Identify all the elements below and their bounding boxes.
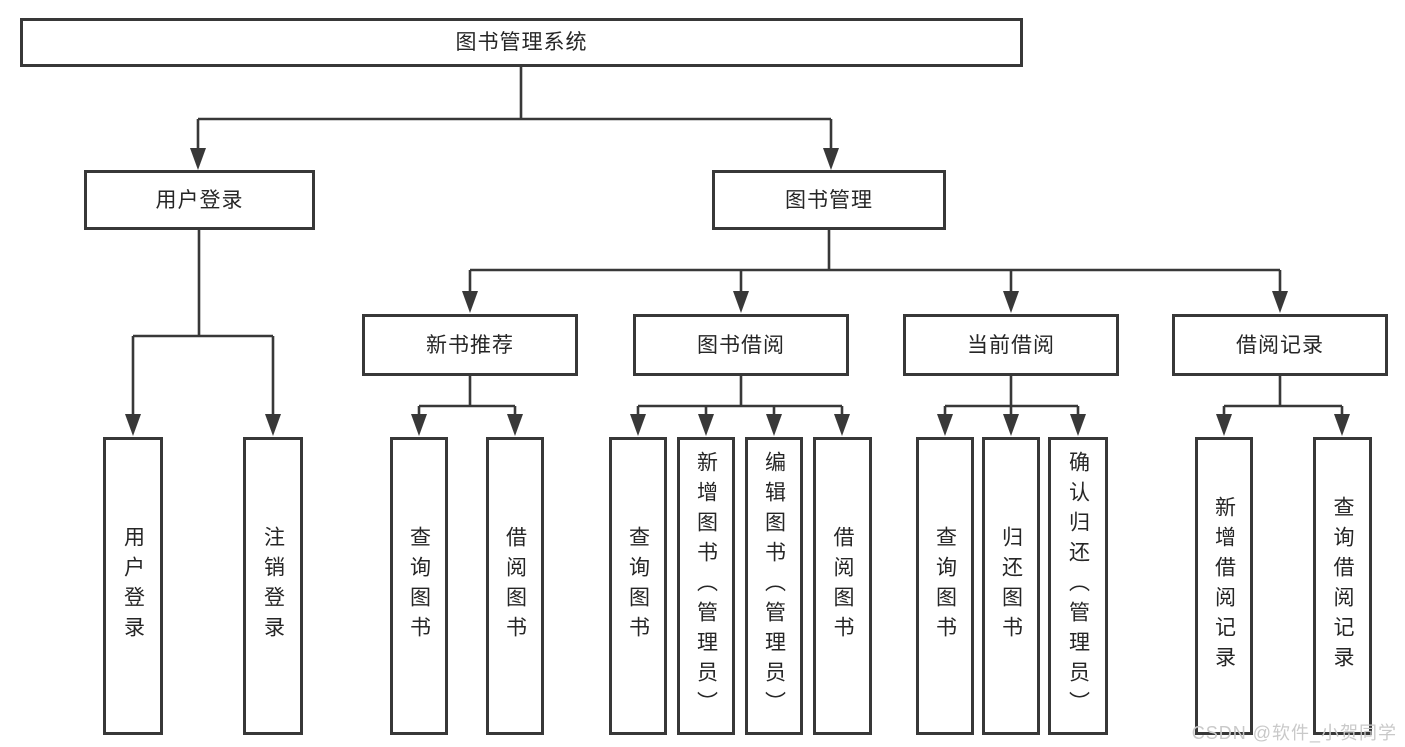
leaf-user-login: 用户登录 bbox=[103, 437, 163, 735]
leaf-confirm-return-admin: 确认归还（管理员） bbox=[1048, 437, 1108, 735]
node-user-login-label: 用户登录 bbox=[155, 188, 244, 212]
leaf-query-books-newb-label: 查询图书 bbox=[407, 526, 431, 646]
leaf-confirm-return-admin-label: 确认归还（管理员） bbox=[1066, 451, 1090, 721]
leaf-borrow-books: 借阅图书 bbox=[813, 437, 872, 735]
node-user-login: 用户登录 bbox=[84, 170, 315, 230]
leaf-borrow-books-label: 借阅图书 bbox=[831, 526, 854, 646]
leaf-query-borrow-record: 查询借阅记录 bbox=[1313, 437, 1372, 735]
node-book-borrowing: 图书借阅 bbox=[633, 314, 849, 376]
leaf-edit-books-admin-label: 编辑图书（管理员） bbox=[762, 451, 786, 721]
leaf-add-borrow-record: 新增借阅记录 bbox=[1195, 437, 1253, 735]
node-borrowing-records: 借阅记录 bbox=[1172, 314, 1388, 376]
leaf-query-books-borrow: 查询图书 bbox=[609, 437, 667, 735]
leaf-logout-label: 注销登录 bbox=[261, 526, 285, 646]
leaf-query-borrow-record-label: 查询借阅记录 bbox=[1331, 496, 1354, 676]
leaf-add-borrow-record-label: 新增借阅记录 bbox=[1212, 496, 1236, 676]
leaf-add-books-admin-label: 新增图书（管理员） bbox=[694, 451, 718, 721]
leaf-logout: 注销登录 bbox=[243, 437, 303, 735]
leaf-user-login-label: 用户登录 bbox=[121, 526, 145, 646]
leaf-return-books: 归还图书 bbox=[982, 437, 1040, 735]
node-current-borrowing: 当前借阅 bbox=[903, 314, 1119, 376]
csdn-watermark: CSDN @软件_小贺同学 bbox=[1191, 723, 1397, 743]
leaf-query-books-borrow-label: 查询图书 bbox=[626, 526, 650, 646]
leaf-add-books-admin: 新增图书（管理员） bbox=[677, 437, 735, 735]
node-book-borrowing-label: 图书借阅 bbox=[697, 333, 785, 357]
leaf-query-books-newb: 查询图书 bbox=[390, 437, 448, 735]
node-book-management-label: 图书管理 bbox=[785, 188, 873, 212]
leaf-return-books-label: 归还图书 bbox=[999, 526, 1023, 646]
leaf-query-books-current-label: 查询图书 bbox=[933, 526, 957, 646]
leaf-borrow-books-newb-label: 借阅图书 bbox=[503, 526, 527, 646]
node-borrowing-records-label: 借阅记录 bbox=[1236, 333, 1324, 357]
node-new-book-recommend-label: 新书推荐 bbox=[426, 333, 514, 357]
node-root-system: 图书管理系统 bbox=[20, 18, 1023, 67]
node-root-label: 图书管理系统 bbox=[455, 31, 588, 54]
leaf-query-books-current: 查询图书 bbox=[916, 437, 974, 735]
leaf-edit-books-admin: 编辑图书（管理员） bbox=[745, 437, 803, 735]
node-current-borrowing-label: 当前借阅 bbox=[967, 333, 1055, 357]
node-book-management: 图书管理 bbox=[712, 170, 946, 230]
leaf-borrow-books-newb: 借阅图书 bbox=[486, 437, 544, 735]
node-new-book-recommend: 新书推荐 bbox=[362, 314, 578, 376]
